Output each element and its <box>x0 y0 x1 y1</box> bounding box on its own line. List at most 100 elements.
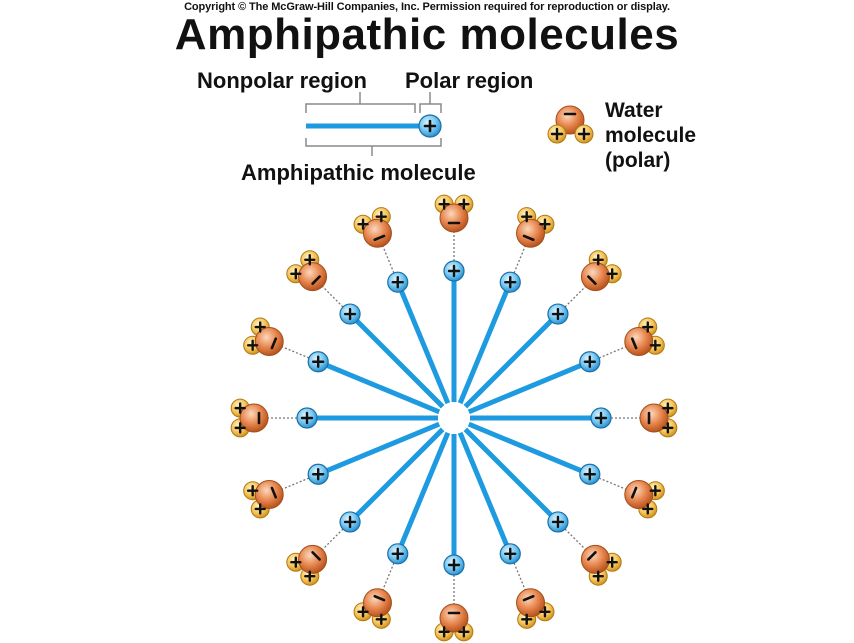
oxygen-atom <box>298 262 328 292</box>
oxygen-minus-icon <box>522 234 535 242</box>
head-plus-icon <box>504 547 517 561</box>
hydrogen-plus-icon <box>375 210 387 223</box>
hydrogen-plus-icon <box>458 626 470 638</box>
attraction-line <box>513 244 527 274</box>
head-plus-icon <box>551 307 565 321</box>
micelle-core <box>438 402 470 434</box>
water-molecule <box>516 588 555 629</box>
oxygen-atom <box>439 203 469 233</box>
hydrogen-plus-icon <box>290 268 302 280</box>
nonpolar-bracket <box>305 103 416 113</box>
oxygen-atom <box>298 544 328 574</box>
legend-water-molecule <box>547 105 594 144</box>
attraction-line <box>598 477 628 491</box>
water-molecule <box>580 250 622 292</box>
hydrogen-plus-icon <box>304 254 316 266</box>
oxygen-minus-icon <box>587 275 597 285</box>
oxygen-atom <box>624 326 654 356</box>
head-plus-icon <box>343 307 357 321</box>
head-plus-icon <box>583 355 597 368</box>
oxygen-minus-icon <box>373 234 386 242</box>
hydrogen-plus-icon <box>290 556 302 568</box>
attraction-line <box>598 345 628 359</box>
oxygen-atom <box>580 544 610 574</box>
attraction-line <box>564 285 587 308</box>
polar-bracket <box>419 103 442 113</box>
oxygen-atom <box>254 480 284 510</box>
hydrogen-plus-icon <box>234 422 246 434</box>
nonpolar-tail <box>457 431 509 546</box>
hydrogen-plus-icon <box>642 503 654 515</box>
hydrogen-plus-icon <box>246 339 259 351</box>
water-molecule <box>286 250 328 292</box>
nonpolar-tail <box>467 363 582 415</box>
hydrogen-plus-icon <box>521 613 533 626</box>
head-plus-icon <box>311 468 325 481</box>
oxygen-minus-icon <box>311 551 321 561</box>
attraction-line <box>280 477 310 491</box>
water-molecule <box>624 317 665 356</box>
hydrogen-plus-icon <box>592 570 604 582</box>
head-plus-icon <box>594 411 608 425</box>
page-title: Amphipathic molecules <box>174 10 680 59</box>
hydrogen-plus-icon <box>606 556 618 568</box>
hydrogen-plus-icon <box>375 613 387 626</box>
attraction-line <box>321 285 344 308</box>
oxygen-atom <box>639 403 669 433</box>
legend-hydrogen-plus-icon <box>577 127 591 141</box>
oxygen-minus-icon <box>587 551 597 561</box>
hydrogen-plus-icon <box>642 321 654 333</box>
head-plus-icon <box>343 515 357 529</box>
hydrogen-plus-icon <box>438 626 450 638</box>
copyright-notice: Copyright © The McGraw-Hill Companies, I… <box>184 1 670 13</box>
oxygen-minus-icon <box>270 337 278 350</box>
hydrogen-plus-icon <box>606 268 618 280</box>
hydrogen-plus-icon <box>234 402 246 414</box>
hydrogen-plus-icon <box>592 254 604 266</box>
water-molecule-label: Water molecule (polar) <box>605 98 696 173</box>
attraction-line <box>381 244 395 274</box>
oxygen-minus-icon <box>270 486 278 499</box>
head-plus-icon <box>504 275 517 289</box>
water-label-line2: molecule <box>605 124 697 147</box>
oxygen-minus-icon <box>373 594 386 602</box>
head-plus-icon <box>391 275 404 289</box>
water-molecule <box>580 544 622 586</box>
attraction-line <box>321 528 344 551</box>
hydrogen-plus-icon <box>254 503 266 515</box>
head-plus-icon <box>447 558 461 572</box>
hydrogen-plus-icon <box>458 198 470 210</box>
hydrogen-plus-icon <box>662 402 674 414</box>
nonpolar-tail <box>355 427 445 517</box>
nonpolar-tail <box>457 290 509 405</box>
oxygen-atom <box>624 480 654 510</box>
hydrogen-plus-icon <box>304 570 316 582</box>
water-molecule <box>434 603 474 642</box>
nonpolar-tail <box>463 319 553 409</box>
oxygen-atom <box>516 218 546 248</box>
oxygen-minus-icon <box>311 275 321 285</box>
nonpolar-tail <box>326 421 441 473</box>
oxygen-atom <box>254 326 284 356</box>
oxygen-atom <box>516 588 546 618</box>
water-label-line1: Water <box>605 99 663 122</box>
water-molecule <box>286 544 328 586</box>
oxygen-atom <box>362 588 392 618</box>
water-label-line3: (polar) <box>605 149 671 172</box>
nonpolar-tail <box>399 431 451 546</box>
attraction-line <box>513 562 527 592</box>
polar-region-label: Polar region <box>405 68 534 93</box>
head-plus-icon <box>551 515 565 529</box>
water-molecule <box>230 398 269 438</box>
attraction-line <box>564 528 587 551</box>
water-molecule <box>624 480 665 519</box>
oxygen-atom <box>580 262 610 292</box>
hydrogen-plus-icon <box>254 321 266 333</box>
hydrogen-plus-icon <box>246 485 259 497</box>
oxygen-atom <box>439 603 469 633</box>
oxygen-minus-icon <box>630 486 638 499</box>
hydrogen-plus-icon <box>357 606 369 618</box>
water-molecule <box>243 317 284 356</box>
oxygen-atom <box>362 218 392 248</box>
water-molecule <box>243 480 284 519</box>
